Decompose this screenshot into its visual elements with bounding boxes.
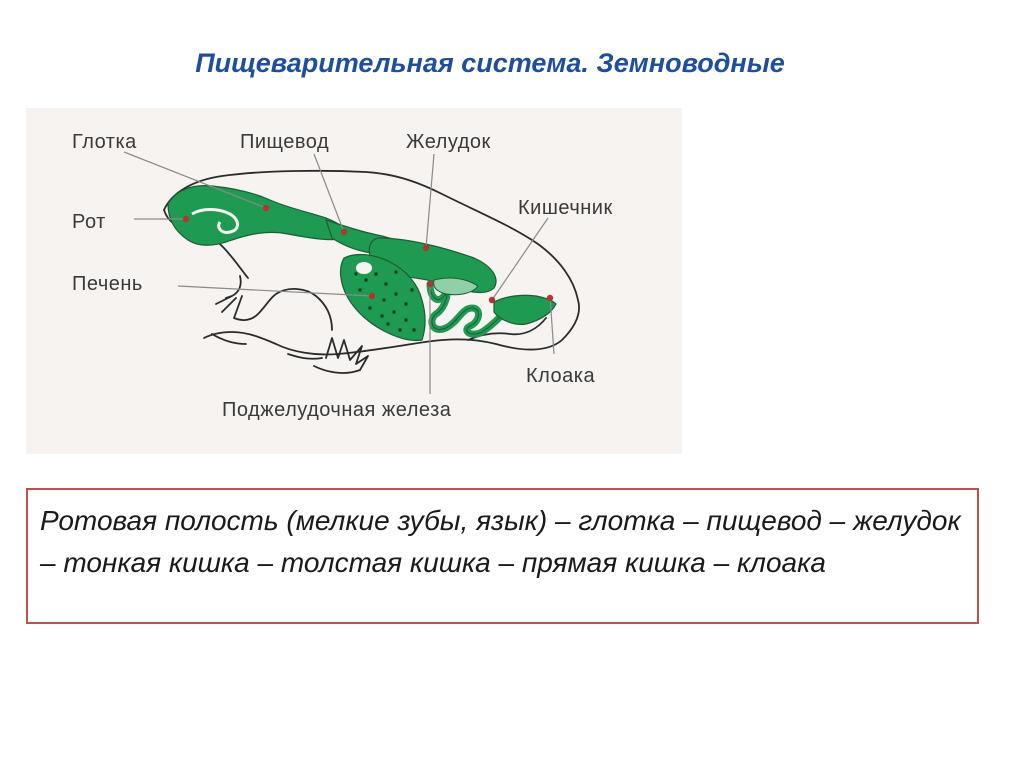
rectum-shape (493, 294, 557, 325)
intestine-outline (429, 283, 519, 335)
label-pechen: Печень (72, 273, 143, 295)
pancreas-shape (433, 277, 479, 296)
summary-box: Ротовая полость (мелкие зубы, язык) – гл… (26, 488, 979, 624)
label-kloaka: Клоака (526, 365, 595, 387)
label-pishchevod: Пищевод (240, 131, 329, 153)
slide-title: Пищеварительная система. Земноводные (195, 48, 785, 78)
label-zheludok: Желудок (406, 131, 491, 153)
label-glotka: Глотка (72, 131, 137, 153)
frog-body-outline (163, 169, 580, 356)
frog-hind-leg (211, 333, 369, 374)
frog-front-leg (215, 275, 333, 331)
tongue-spiral (191, 208, 239, 234)
frog-digestive-diagram: Глотка Пищевод Желудок Рот Кишечник Пече… (26, 108, 682, 454)
label-rot: Рот (72, 211, 106, 233)
leader-lines (123, 151, 555, 394)
liver-shape (339, 253, 426, 342)
pointer-dots (182, 204, 554, 304)
gall-bladder (356, 262, 372, 274)
label-kishechnik: Кишечник (518, 197, 613, 219)
label-podzheludochnaya: Поджелудочная железа (222, 399, 452, 421)
frog-diagram-svg: Глотка Пищевод Желудок Рот Кишечник Пече… (72, 131, 613, 421)
summary-text: Ротовая полость (мелкие зубы, язык) – гл… (40, 505, 961, 578)
pharynx-shape (167, 185, 348, 246)
